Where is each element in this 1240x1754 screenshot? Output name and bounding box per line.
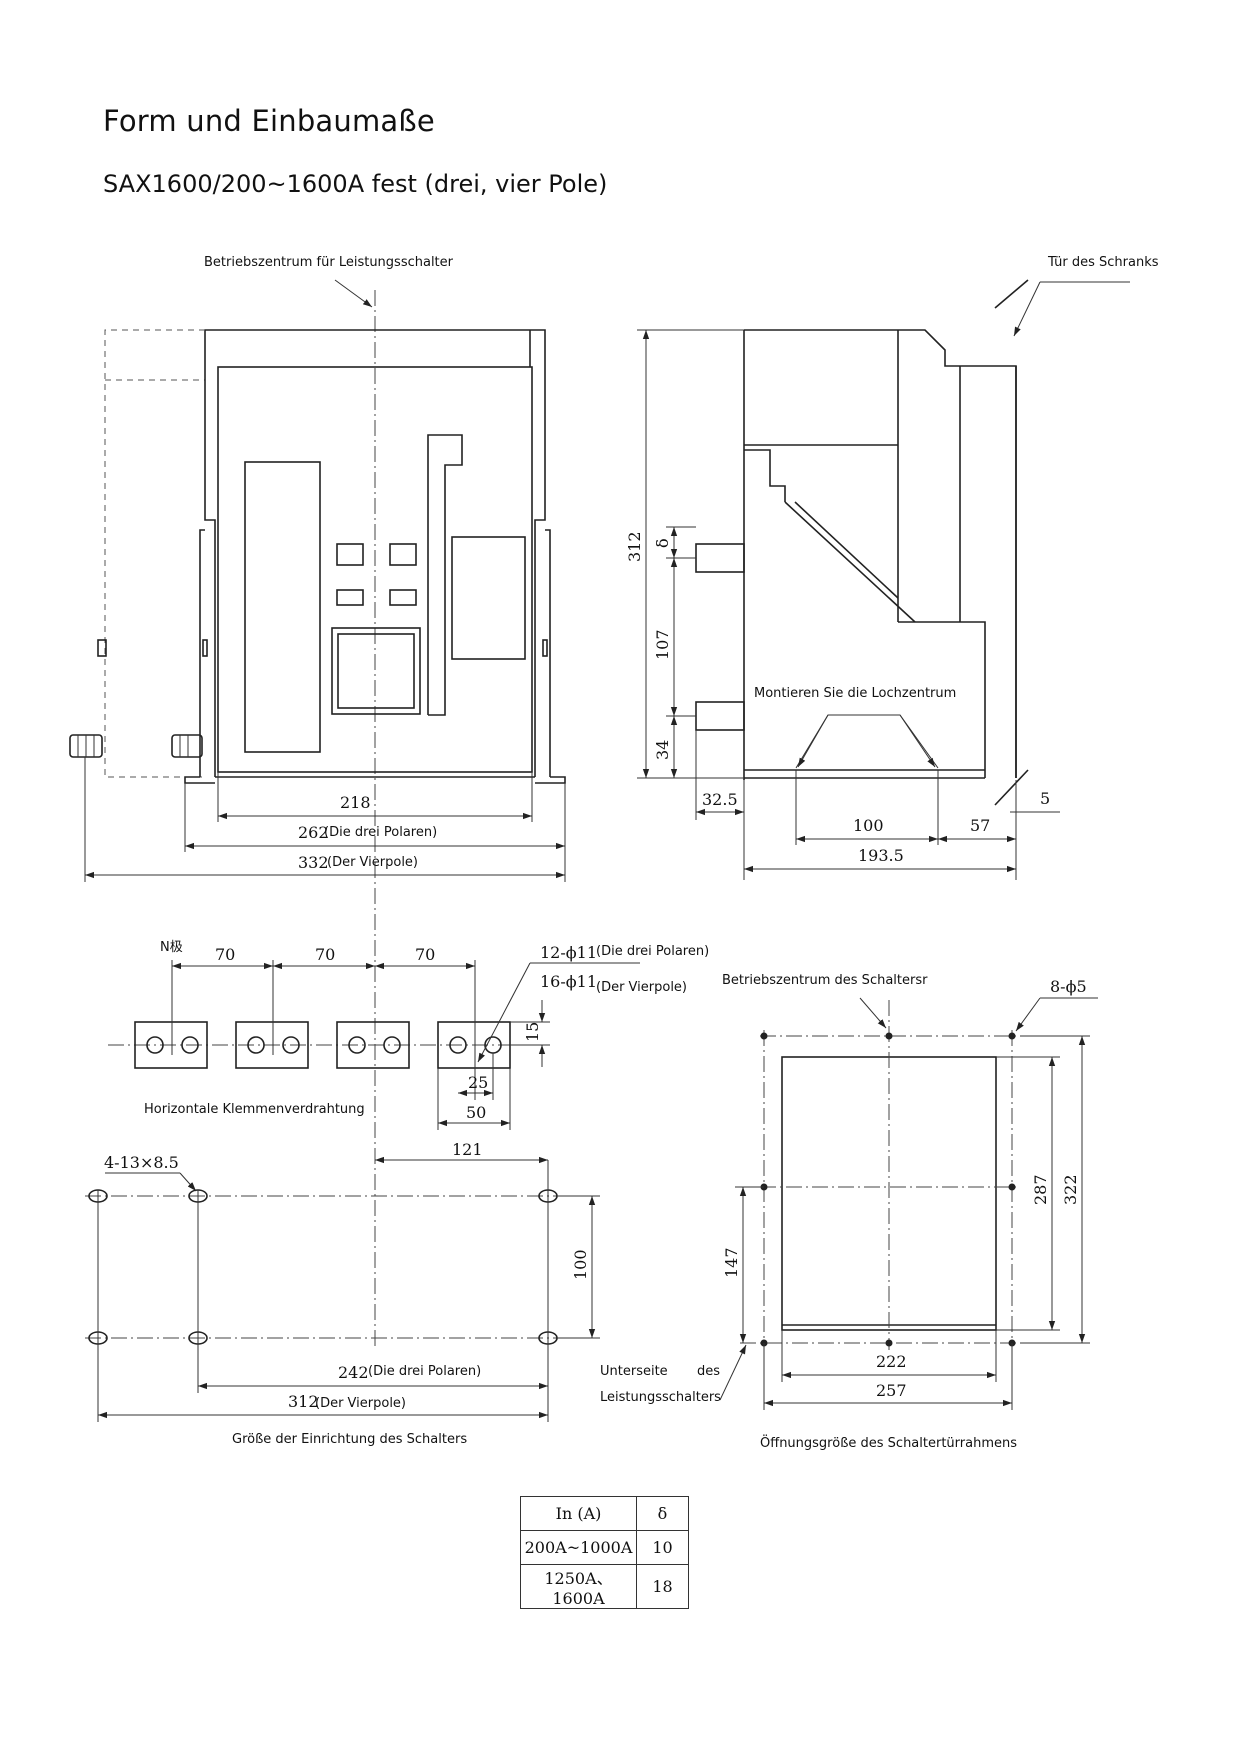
table-row: 200A~1000A 10 [520, 1530, 689, 1565]
table-row: 1250A、1600A 18 [520, 1564, 689, 1609]
dim-mount-312: 312 [288, 1392, 319, 1411]
label-horizontale: Horizontale Klemmenverdrahtung [144, 1102, 365, 1117]
door-frame-opening-view [719, 997, 1098, 1410]
table-header-in: In (A) [520, 1496, 637, 1531]
dim-side-312: 312 [625, 531, 644, 562]
dim-side-107: 107 [653, 629, 672, 660]
front-view [69, 279, 566, 1350]
dim-front-262: 262 [298, 823, 329, 842]
label-hole-16: 16-ϕ11 [540, 972, 597, 991]
dim-side-100: 100 [853, 816, 884, 835]
dim-front-332: 332 [298, 853, 329, 872]
dim-term-70a: 70 [215, 945, 235, 964]
dim-term-70c: 70 [415, 945, 435, 964]
dim-mount-100: 100 [571, 1249, 590, 1280]
dim-door-287: 287 [1031, 1174, 1050, 1205]
dim-side-5: 5 [1040, 789, 1050, 808]
dim-term-50: 50 [466, 1103, 486, 1122]
label-hole-8: 8-ϕ5 [1050, 977, 1087, 996]
table-cell-delta: 18 [636, 1564, 689, 1609]
dim-side-34: 34 [653, 740, 672, 760]
dim-term-25: 25 [468, 1073, 488, 1092]
delta-table: In (A) δ 200A~1000A 10 1250A、1600A 18 [520, 1496, 689, 1609]
label-drei-polaren-holes: (Die drei Polaren) [596, 944, 709, 959]
label-vierpole-332: (Der Vierpole) [327, 855, 418, 870]
table-cell-delta: 10 [636, 1530, 689, 1565]
dim-door-222: 222 [876, 1352, 907, 1371]
dim-term-70b: 70 [315, 945, 335, 964]
table-cell-range: 200A~1000A [520, 1530, 637, 1565]
dim-mount-121: 121 [452, 1140, 483, 1159]
table-row: In (A) δ [520, 1496, 689, 1531]
dim-side-193-5: 193.5 [858, 846, 904, 865]
label-montieren-lochzentrum: Montieren Sie die Lochzentrum [754, 686, 956, 701]
label-vierpole-312: (Der Vierpole) [315, 1396, 406, 1411]
page-subtitle: SAX1600/200~1600A fest (drei, vier Pole) [103, 170, 608, 198]
dim-door-322: 322 [1061, 1174, 1080, 1205]
dim-side-delta: δ [653, 538, 672, 548]
dim-mount-242: 242 [338, 1363, 369, 1382]
label-groesse-einrichtung: Größe der Einrichtung des Schalters [232, 1432, 467, 1447]
label-drei-polaren-242: (Die drei Polaren) [368, 1364, 481, 1379]
label-betriebszentrum-schalter: Betriebszentrum des Schaltersr [722, 973, 928, 988]
label-drei-polaren-262: (Die drei Polaren) [324, 825, 437, 840]
dim-side-32-5: 32.5 [702, 790, 738, 809]
grounding-bolt [69, 734, 203, 758]
label-unterseite-1: Unterseite [600, 1364, 668, 1379]
label-hole-12: 12-ϕ11 [540, 943, 597, 962]
label-vierpole-holes: (Der Vierpole) [596, 980, 687, 995]
dim-door-257: 257 [876, 1381, 907, 1400]
label-betriebszentrum-leistungsschalter: Betriebszentrum für Leistungsschalter [204, 255, 454, 270]
label-unterseite-2: Leistungsschalters [600, 1390, 721, 1405]
table-cell-range: 1250A、1600A [520, 1564, 637, 1609]
side-view [637, 279, 1130, 880]
label-unterseite-des: des [697, 1364, 720, 1379]
terminal-wiring-view [108, 960, 640, 1130]
label-tuer-schrank: Tür des Schranks [1047, 255, 1159, 270]
dim-door-147: 147 [722, 1247, 741, 1278]
dim-front-218: 218 [340, 793, 371, 812]
table-header-delta: δ [636, 1496, 689, 1531]
mounting-holes-view [85, 1156, 600, 1422]
label-n-pole: N极 [160, 940, 183, 955]
dim-term-15: 15 [523, 1022, 542, 1042]
dim-side-57: 57 [970, 816, 990, 835]
page-title: Form und Einbaumaße [103, 104, 435, 138]
label-hole-4: 4-13×8.5 [104, 1153, 179, 1172]
label-oeffnungsgroesse: Öffnungsgröße des Schaltertürrahmens [760, 1434, 1017, 1451]
